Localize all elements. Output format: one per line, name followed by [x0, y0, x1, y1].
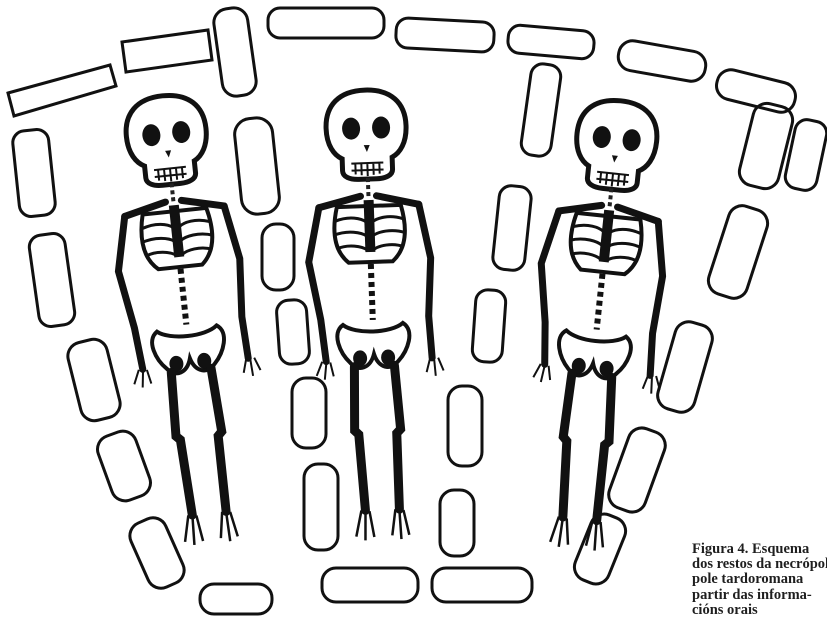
caption-line: dos restos da necrópole: [692, 557, 827, 572]
stone: [12, 128, 57, 217]
stone: [395, 17, 494, 52]
stone: [492, 185, 533, 272]
stone: [292, 378, 326, 448]
stone: [520, 62, 563, 157]
figure-caption: Figura 4. Esquema dos restos da necrópol…: [692, 542, 827, 617]
stone: [8, 65, 116, 116]
caption-line: Figura 4. Esquema: [692, 542, 827, 557]
stone: [616, 39, 708, 84]
stone: [448, 386, 482, 466]
stone: [268, 8, 384, 38]
stone: [28, 232, 76, 328]
stone: [304, 464, 338, 550]
stone: [322, 568, 418, 602]
stone: [122, 30, 212, 72]
caption-line: pole tardoromana: [692, 572, 827, 587]
stone: [605, 424, 669, 516]
stone: [432, 568, 532, 602]
stone: [94, 427, 155, 505]
stone: [507, 24, 595, 59]
caption-line: cións orais: [692, 603, 827, 617]
stone: [125, 513, 188, 592]
stone: [262, 224, 294, 290]
skeleton-right: [512, 94, 689, 555]
stone: [65, 336, 123, 423]
stone: [212, 6, 258, 98]
stone: [233, 116, 281, 215]
stone: [200, 584, 272, 614]
stone: [705, 202, 771, 302]
skeleton-center: [303, 88, 450, 542]
stone: [472, 289, 507, 363]
stone: [654, 319, 715, 416]
stone: [276, 299, 310, 365]
stone: [440, 490, 474, 556]
skeleton-left: [101, 89, 278, 550]
caption-line: partir das informa-: [692, 588, 827, 603]
